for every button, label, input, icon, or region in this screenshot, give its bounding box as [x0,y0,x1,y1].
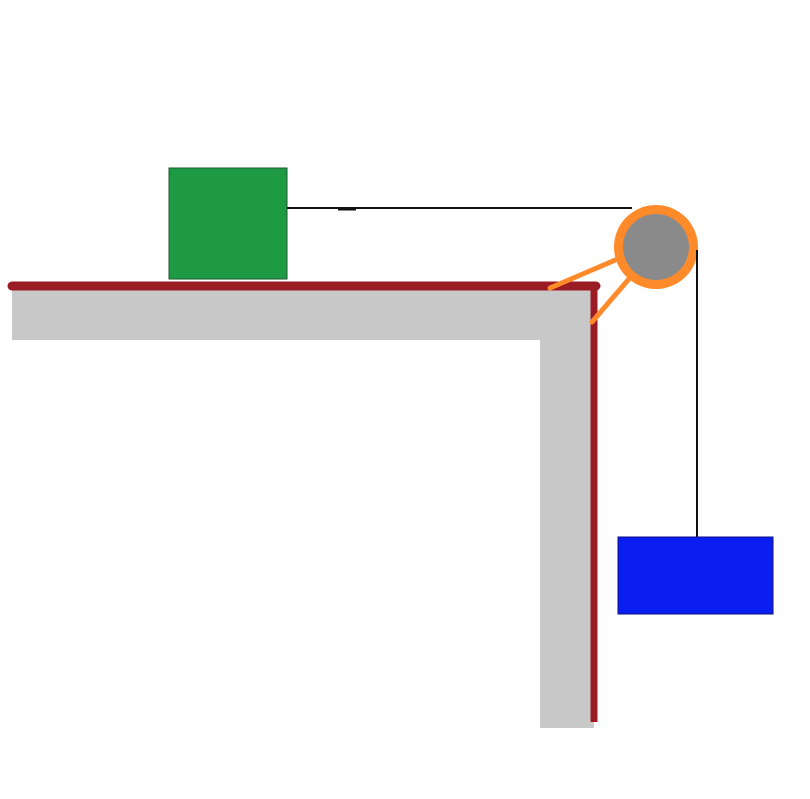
pulley-disc [623,214,689,280]
hanging-block [617,536,774,615]
table-body [12,290,594,728]
block-on-table [168,167,288,280]
